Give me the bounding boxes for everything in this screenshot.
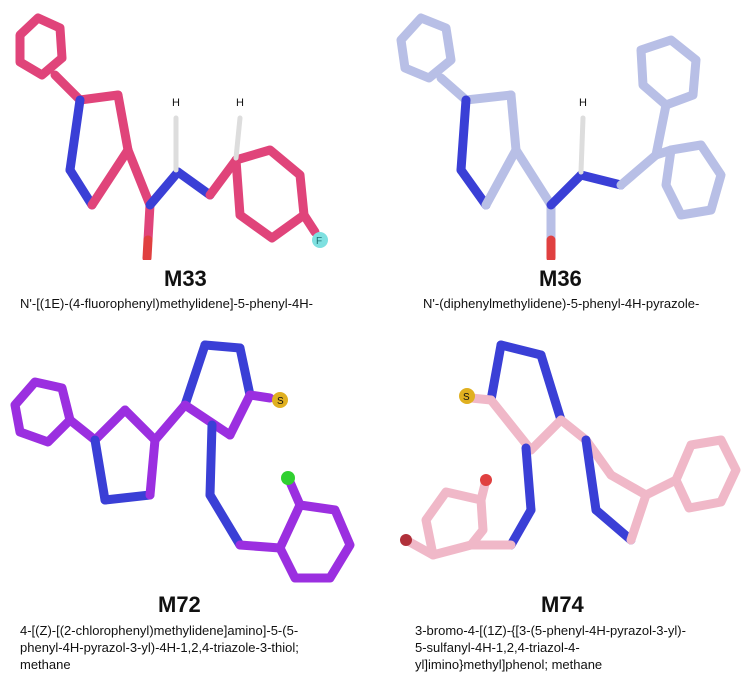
compound-name-line: 5-sulfanyl-4H-1,2,4-triazol-4- (415, 640, 580, 655)
compound-name-line: 3-bromo-4-[(1Z)-{[3-(5-phenyl-4H-pyrazol… (415, 623, 686, 638)
bromine-atom (400, 534, 412, 546)
atom-label-s: S (463, 392, 470, 403)
panel-m33: H H F M33 N'-[(1E)-(4-fluorophenyl)methy… (0, 0, 370, 330)
phenyl-ring (15, 13, 67, 80)
compound-code: M33 (164, 266, 207, 291)
compound-code: M74 (541, 592, 584, 617)
compound-code: M72 (158, 592, 201, 617)
compound-name: 3-bromo-4-[(1Z)-{[3-(5-phenyl-4H-pyrazol… (415, 622, 686, 673)
molecule-m36: H (396, 13, 726, 260)
atom-label-h: H (579, 97, 587, 109)
atom-label-h1: H (172, 97, 180, 109)
panel-m74: S M74 3-bromo-4-[(1Z)-{[3-(5-phenyl-4H-p… (371, 330, 741, 680)
atom-label-h2: H (236, 97, 244, 109)
atom-label-s: S (277, 396, 284, 407)
panel-m36: H M36 N'-(diphenylmethylidene)-5-phenyl-… (371, 0, 741, 330)
compound-name-line: N'-[(1E)-(4-fluorophenyl)methylidene]-5-… (20, 296, 313, 311)
sulfur-atom (459, 388, 475, 404)
molecule-m33: H H F (15, 13, 328, 260)
compound-name-line: 4-[(Z)-[(2-chlorophenyl)methylidene]amin… (20, 623, 299, 638)
atom-label-f: F (316, 236, 322, 247)
compound-name-line: phenyl-4H-pyrazol-3-yl)-4H-1,2,4-triazol… (20, 640, 299, 655)
compound-code: M36 (539, 266, 582, 291)
sulfur-atom (272, 392, 288, 408)
compound-name-line: N'-(diphenylmethylidene)-5-phenyl-4H-pyr… (423, 296, 700, 311)
molecule-m72: S (10, 340, 355, 583)
panel-m72: S M72 4-[(Z)-[(2-chlorophenyl)methyliden… (0, 330, 370, 680)
oxygen-atom (480, 474, 492, 486)
compound-name: 4-[(Z)-[(2-chlorophenyl)methylidene]amin… (20, 622, 299, 673)
fluorine-atom (312, 232, 328, 248)
compound-name: N'-[(1E)-(4-fluorophenyl)methylidene]-5-… (20, 295, 313, 312)
chlorine-atom (281, 471, 295, 485)
compound-name-line: methane (20, 657, 71, 672)
compound-name-line: yl]imino}methyl]phenol; methane (415, 657, 603, 672)
compound-name: N'-(diphenylmethylidene)-5-phenyl-4H-pyr… (423, 295, 699, 312)
molecule-m74: S (400, 340, 741, 560)
